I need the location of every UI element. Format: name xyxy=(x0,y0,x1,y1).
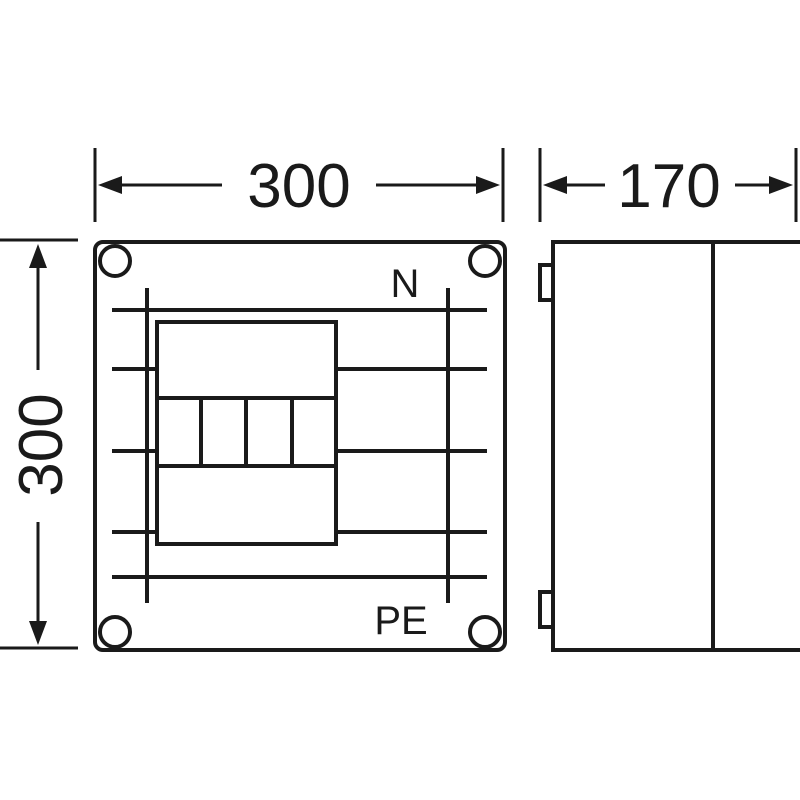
breaker-module xyxy=(155,320,338,546)
depth-dimension-label: 170 xyxy=(617,152,720,221)
hinge-bottom xyxy=(538,590,555,629)
enclosure-front-outline xyxy=(93,240,507,652)
mounting-hole-bottom-right xyxy=(468,615,502,649)
enclosure-front-view: N PE xyxy=(93,240,507,652)
neutral-label: N xyxy=(391,262,420,306)
hinge-top xyxy=(538,263,555,302)
enclosure-side-view xyxy=(538,240,800,652)
depth-dimension: 170 xyxy=(538,148,798,222)
width-dimension: 300 xyxy=(93,148,505,222)
width-dimension-label: 300 xyxy=(247,152,350,221)
protective-earth-label: PE xyxy=(374,599,427,643)
mounting-hole-top-right xyxy=(468,244,502,278)
breaker-housing xyxy=(155,320,338,546)
height-dimension: 300 xyxy=(0,238,78,650)
height-dimension-label: 300 xyxy=(7,393,76,496)
mounting-hole-bottom-left xyxy=(98,615,132,649)
mounting-hole-top-left xyxy=(98,244,132,278)
enclosure-side-outline xyxy=(551,240,800,652)
busbars xyxy=(112,308,487,579)
